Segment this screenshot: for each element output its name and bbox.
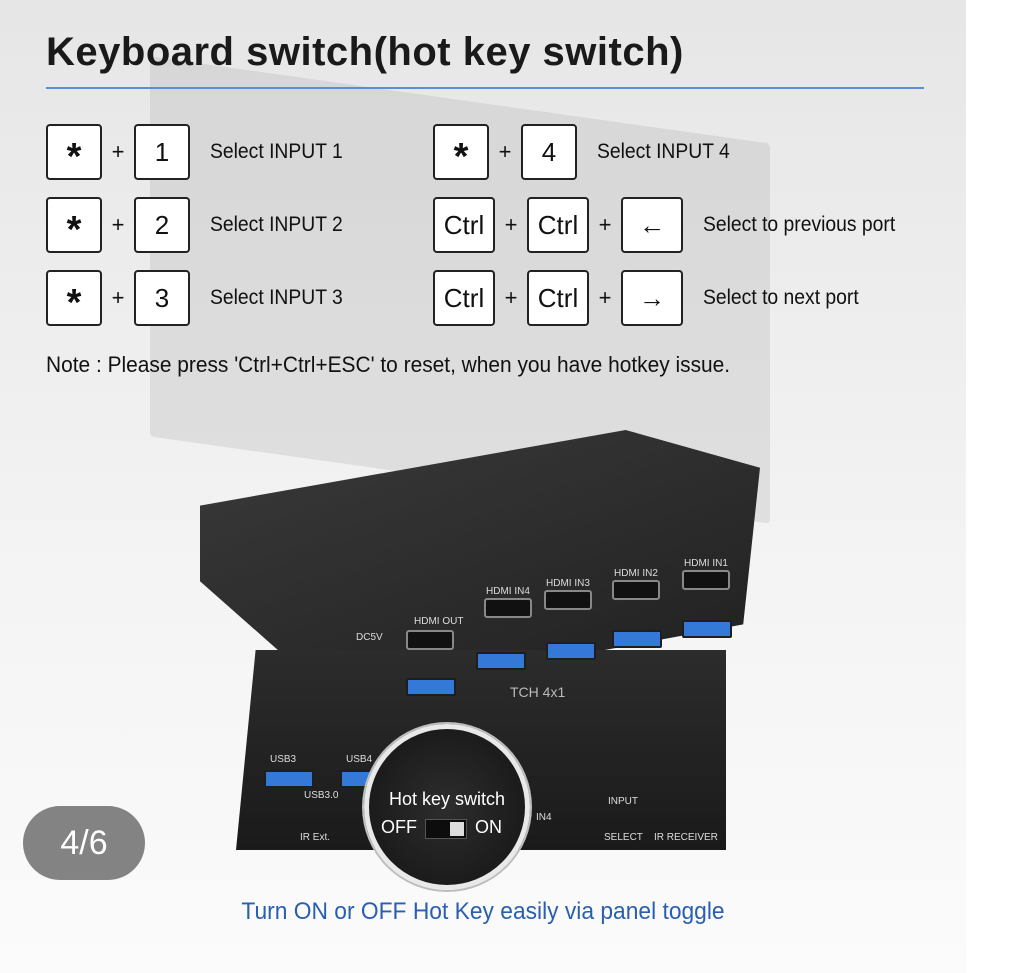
plus-sign: + <box>498 139 512 164</box>
toggle-on-label: ON <box>475 817 502 837</box>
hdmi-in1-label: HDMI IN1 <box>684 558 728 569</box>
shortcut-desc: Select INPUT 1 <box>210 140 343 163</box>
hdmi-in3-port <box>544 590 592 610</box>
hotkey-toggle-switch <box>425 819 467 839</box>
input-label: INPUT <box>608 796 638 807</box>
hdmi-in4-port <box>484 598 532 618</box>
shortcut-input-3: * + 3 Select INPUT 3 <box>46 270 354 326</box>
dc5v-label: DC5V <box>356 632 383 643</box>
key-asterisk: * <box>46 124 102 180</box>
key-left-arrow-icon: ← <box>621 197 683 253</box>
plus-sign: + <box>598 285 612 310</box>
usb4-label: USB4 <box>346 754 373 765</box>
shortcut-input-1: * + 1 Select INPUT 1 <box>46 124 354 180</box>
hotkey-switch-magnifier: Hot key switch OFF ON <box>364 724 530 890</box>
usb-port-pc4 <box>476 652 526 670</box>
ir-receiver-label: IR RECEIVER <box>654 832 718 843</box>
toggle-knob <box>450 822 464 836</box>
hdmi-in3-label: HDMI IN3 <box>546 578 590 589</box>
toggle-off-label: OFF <box>381 817 417 837</box>
key-asterisk: * <box>46 197 102 253</box>
key-asterisk: * <box>433 124 489 180</box>
hdmi-out-port <box>406 630 454 650</box>
shortcut-input-4: * + 4 Select INPUT 4 <box>433 124 741 180</box>
hdmi-in1-port <box>682 570 730 590</box>
hdmi-in2-port <box>612 580 660 600</box>
key-3: 3 <box>134 270 190 326</box>
hdmi-in4-label: HDMI IN4 <box>486 586 530 597</box>
usb-port-pc2 <box>612 630 662 648</box>
plus-sign: + <box>111 139 125 164</box>
key-ctrl: Ctrl <box>527 197 589 253</box>
key-1: 1 <box>134 124 190 180</box>
usb-port-pc3 <box>546 642 596 660</box>
in4-label: IN4 <box>536 812 552 823</box>
shortcut-desc: Select INPUT 4 <box>597 140 730 163</box>
hdmi-out-label: HDMI OUT <box>414 616 464 627</box>
product-image-panel: Keyboard switch(hot key switch) * + 1 Se… <box>0 0 966 973</box>
page-title: Keyboard switch(hot key switch) <box>46 30 684 74</box>
key-4: 4 <box>521 124 577 180</box>
select-label: SELECT <box>604 832 643 843</box>
shortcut-next-port: Ctrl + Ctrl + → Select to next port <box>433 270 872 326</box>
key-2: 2 <box>134 197 190 253</box>
switch-model-text: TCH 4x1 <box>510 684 566 700</box>
ir-ext-label: IR Ext. <box>300 832 331 843</box>
shortcut-desc: Select INPUT 3 <box>210 286 343 309</box>
shortcut-desc: Select to next port <box>703 286 859 309</box>
magnifier-title: Hot key switch <box>388 789 506 809</box>
plus-sign: + <box>598 212 612 237</box>
usb3-label: USB3 <box>270 754 297 765</box>
key-right-arrow-icon: → <box>621 270 683 326</box>
hdmi-in2-label: HDMI IN2 <box>614 568 658 579</box>
key-ctrl: Ctrl <box>433 270 495 326</box>
usb-port-pc1 <box>682 620 732 638</box>
image-caption: Turn ON or OFF Hot Key easily via panel … <box>241 898 725 925</box>
title-underline <box>46 87 924 89</box>
plus-sign: + <box>111 212 125 237</box>
shortcut-desc: Select INPUT 2 <box>210 213 343 236</box>
key-ctrl: Ctrl <box>433 197 495 253</box>
shortcut-input-2: * + 2 Select INPUT 2 <box>46 197 354 253</box>
shortcut-desc: Select to previous port <box>703 213 896 236</box>
shortcut-previous-port: Ctrl + Ctrl + ← Select to previous port <box>433 197 912 253</box>
usb1-port <box>406 678 456 696</box>
plus-sign: + <box>504 285 518 310</box>
usb3-port <box>264 770 314 788</box>
image-pager-badge: 4/6 <box>23 806 145 880</box>
key-ctrl: Ctrl <box>527 270 589 326</box>
key-asterisk: * <box>46 270 102 326</box>
usb30-label: USB3.0 <box>304 790 339 801</box>
reset-note: Note : Please press 'Ctrl+Ctrl+ESC' to r… <box>46 352 731 377</box>
plus-sign: + <box>111 285 125 310</box>
plus-sign: + <box>504 212 518 237</box>
